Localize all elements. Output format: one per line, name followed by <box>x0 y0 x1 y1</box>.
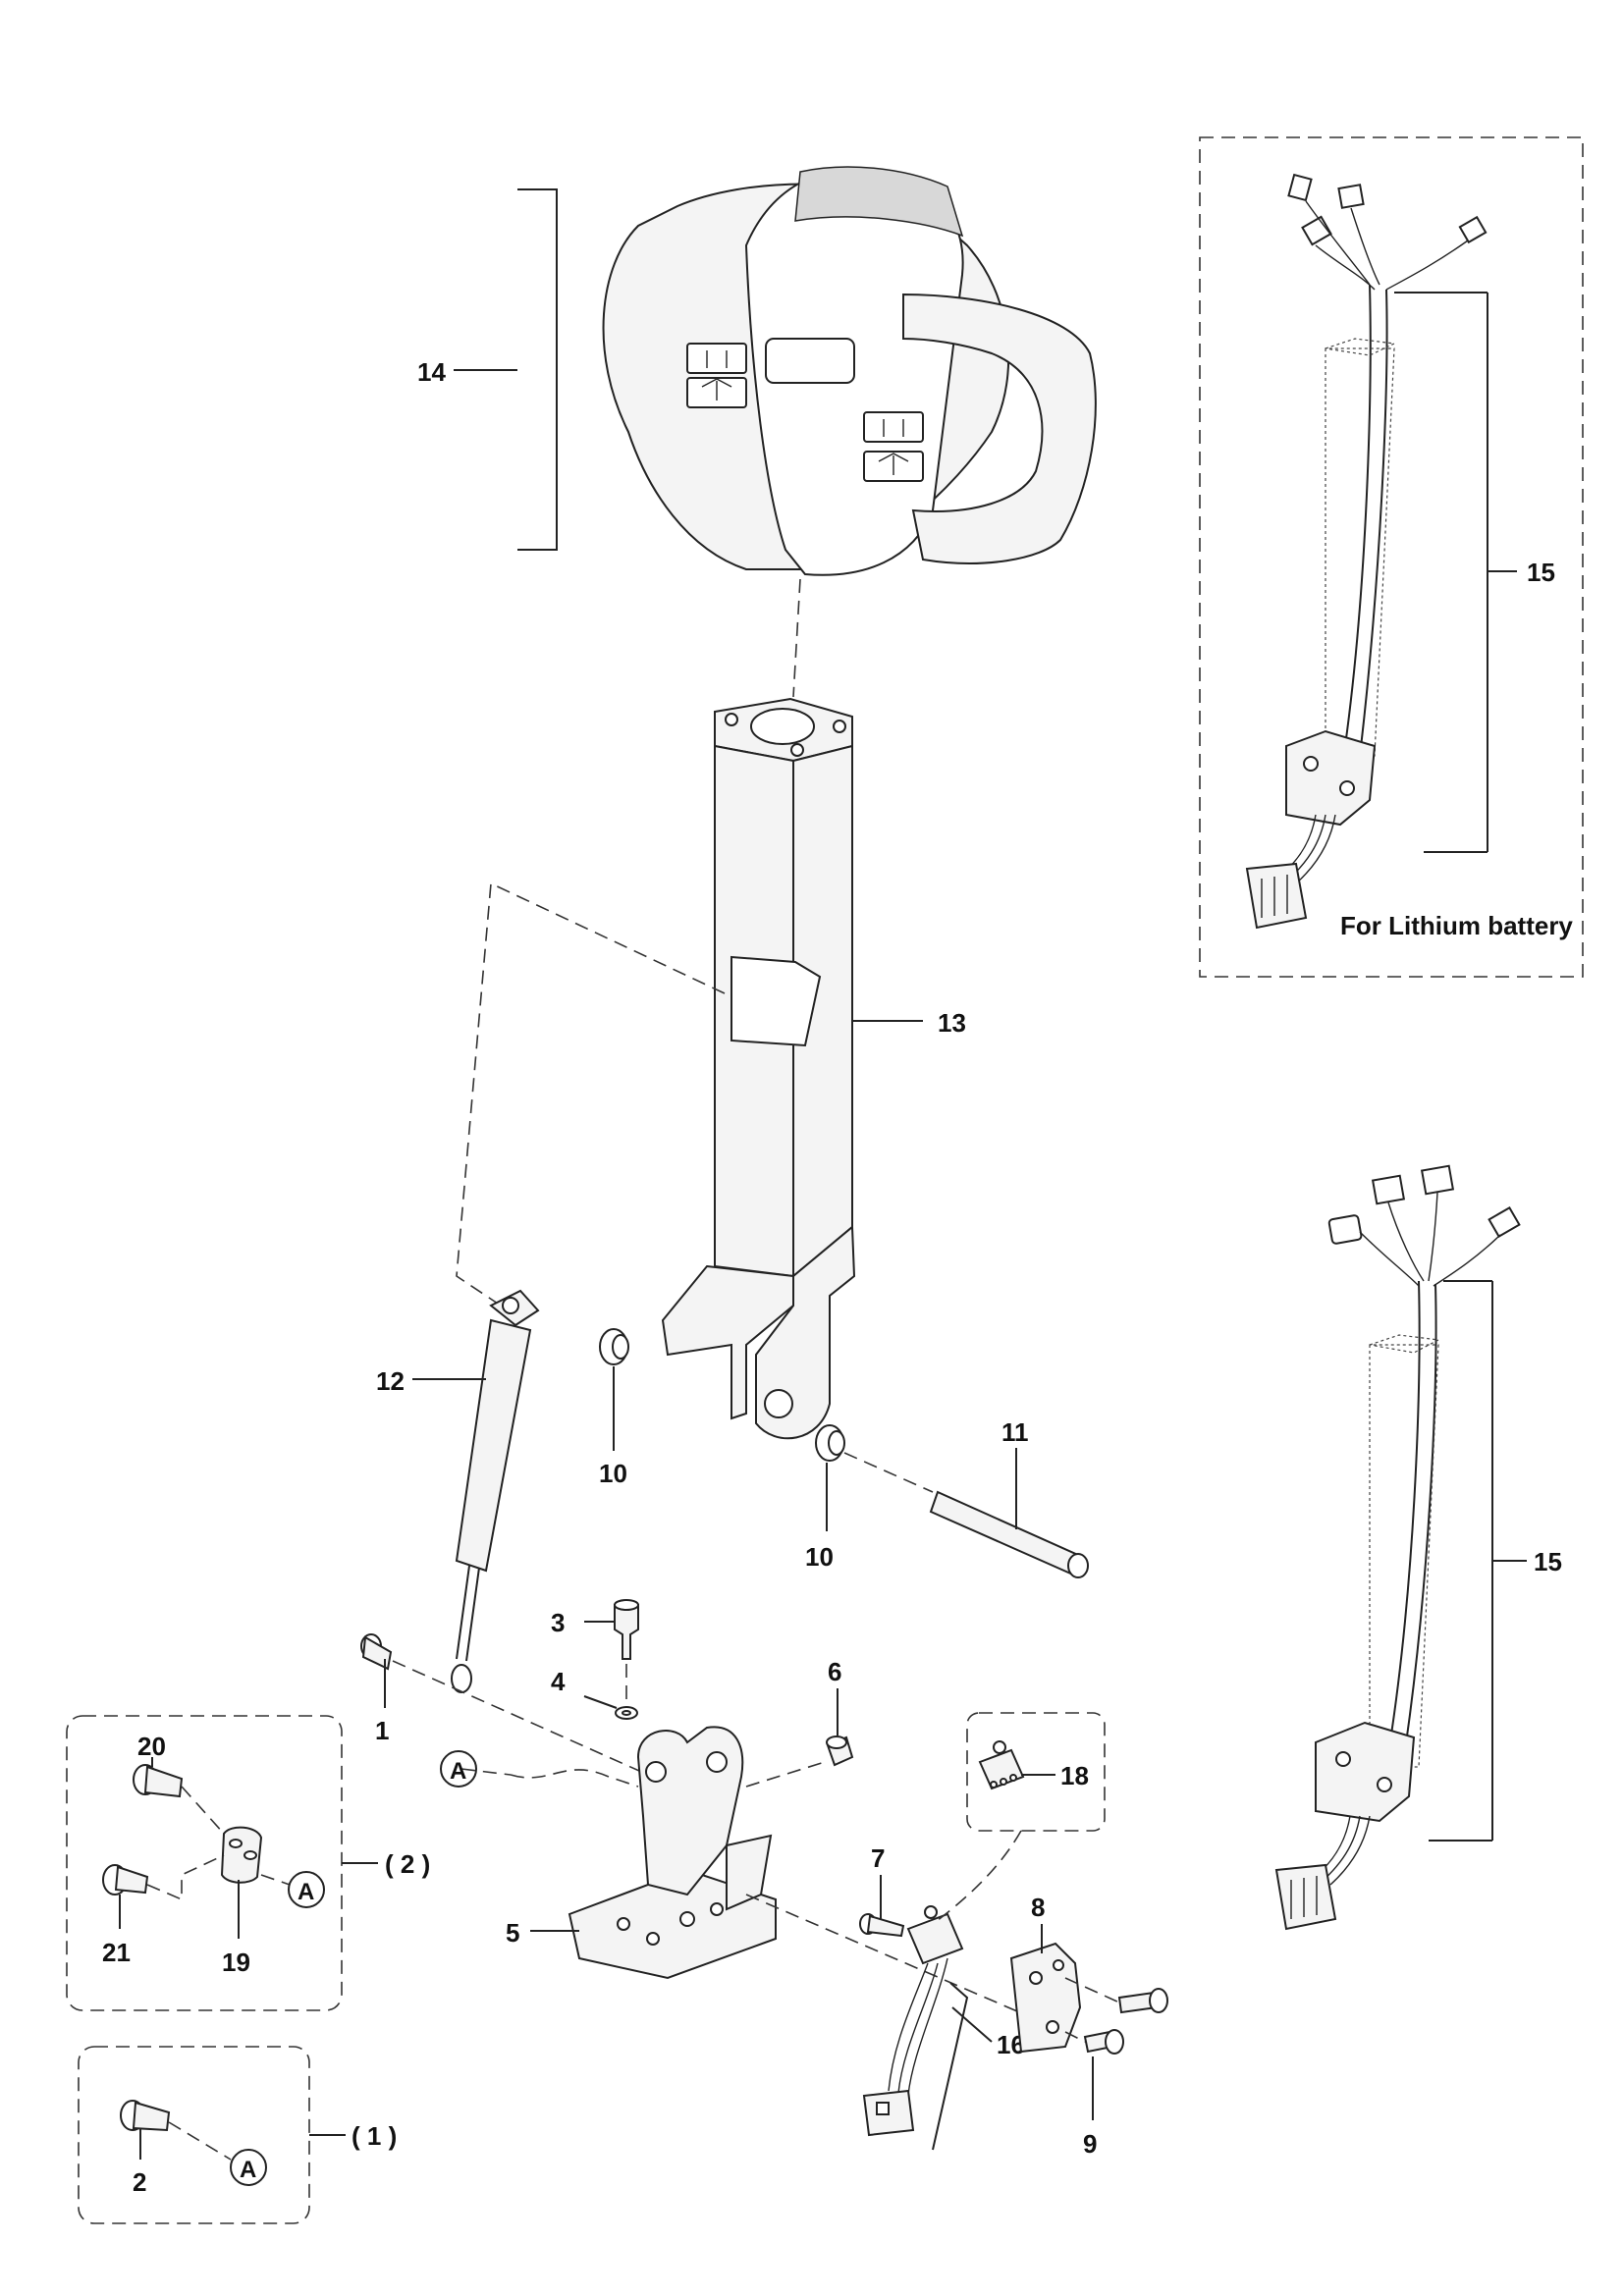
callout-1: 1 <box>375 1716 389 1745</box>
base-bracket-part <box>568 1726 777 1980</box>
bracket-14 <box>517 188 558 551</box>
callout-21: 21 <box>102 1938 131 1967</box>
screw-7-part <box>859 1913 905 1938</box>
callout-11: 11 <box>1001 1417 1029 1447</box>
callout-8: 8 <box>1031 1893 1045 1922</box>
callout-10-left: 10 <box>599 1459 627 1488</box>
handle-head-part <box>602 166 1097 576</box>
lithium-harness-box <box>1199 136 1584 978</box>
detail-box-18 <box>966 1712 1106 1832</box>
callout-15-lithium: 15 <box>1527 558 1555 587</box>
screw-9a-part <box>1117 1988 1168 2014</box>
callout-4: 4 <box>551 1667 566 1696</box>
group-2-label: ( 2 ) <box>385 1849 430 1879</box>
bolt-1-part <box>360 1633 393 1671</box>
group-1-label: ( 1 ) <box>352 2121 397 2151</box>
callout-6: 6 <box>828 1657 841 1686</box>
ref-a-group-2 <box>288 1871 325 1908</box>
bolt-21-part <box>102 1864 149 1896</box>
bushing-right-part <box>815 1424 845 1462</box>
callout-20: 20 <box>137 1732 166 1761</box>
spacer-19-part <box>220 1826 263 1884</box>
callout-5: 5 <box>506 1918 519 1948</box>
callout-15: 15 <box>1534 1547 1562 1576</box>
callout-19: 19 <box>222 1948 250 1977</box>
bolt-20-part <box>133 1764 184 1798</box>
wire-harness-lithium-part <box>1245 173 1488 930</box>
bushing-left-part <box>599 1328 629 1365</box>
callout-12: 12 <box>376 1366 405 1396</box>
gas-spring-part <box>451 1289 540 1693</box>
bolt-2-part <box>120 2100 171 2132</box>
callout-7: 7 <box>871 1843 885 1873</box>
callout-13: 13 <box>938 1008 966 1038</box>
callout-9: 9 <box>1083 2129 1097 2159</box>
column-part <box>661 697 856 1440</box>
washer-4-part <box>615 1706 638 1720</box>
callout-18: 18 <box>1060 1761 1089 1790</box>
callout-10-right: 10 <box>805 1542 834 1572</box>
microswitch-18-part <box>978 1740 1025 1790</box>
group-1-box <box>78 2046 310 2224</box>
callout-14: 14 <box>417 357 446 387</box>
bracket-16 <box>932 1982 969 2151</box>
microswitch-16-part <box>862 1905 964 2137</box>
wire-harness-part <box>1274 1164 1521 1931</box>
ref-a-main-label: A <box>450 1758 466 1785</box>
sleeve-6-part <box>826 1735 854 1767</box>
plate-8-part <box>1009 1942 1082 2054</box>
ref-a-group-2-label: A <box>298 1879 314 1905</box>
ref-a-group-1 <box>230 2149 267 2186</box>
screw-3-part <box>614 1599 639 1660</box>
callout-3: 3 <box>551 1608 565 1637</box>
ref-a-main <box>440 1750 477 1788</box>
pin-part <box>929 1490 1089 1578</box>
ref-a-group-1-label: A <box>240 2157 256 2183</box>
screw-9b-part <box>1083 2029 1124 2055</box>
callout-2: 2 <box>133 2167 146 2197</box>
lithium-note: For Lithium battery <box>1340 911 1573 940</box>
